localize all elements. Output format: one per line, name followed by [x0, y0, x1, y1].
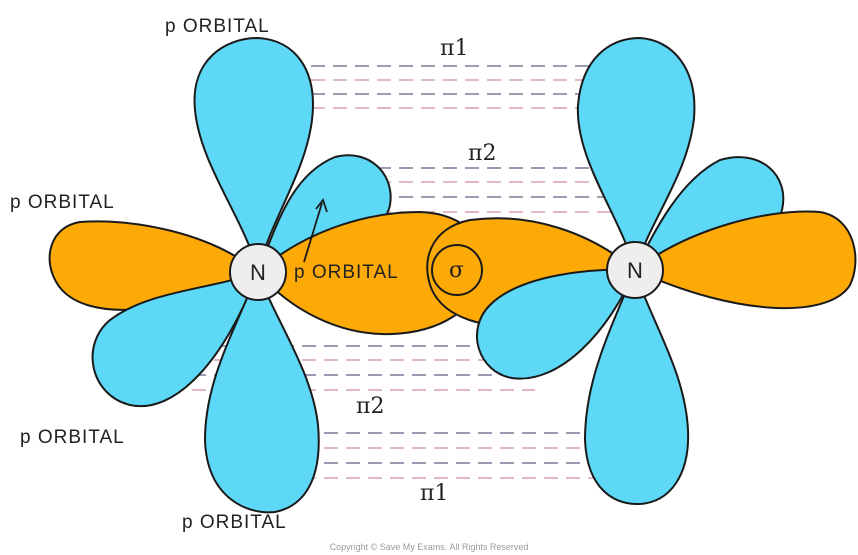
copyright-notice: Copyright © Save My Exams. All Rights Re…: [330, 542, 529, 552]
label-pi2-bottom: π2: [356, 394, 384, 419]
label-p-orbital-center: p ORBITAL: [294, 262, 399, 283]
right-upper-py-lobe: [576, 37, 696, 271]
label-pi1-bottom: π1: [420, 481, 448, 506]
right-sigma-back-lobe: [634, 210, 857, 310]
label-pi2-top: π2: [468, 141, 496, 166]
left-lower-pz-lobe: [91, 271, 259, 408]
label-p-orbital-bottom: p ORBITAL: [182, 512, 287, 533]
pointer-arrow: [303, 198, 328, 263]
nitrogen-atom-left: N: [229, 243, 287, 301]
right-lower-pz-lobe: [475, 268, 636, 380]
nitrogen-right-label: N: [627, 258, 643, 283]
label-p-orbital-lower-left: p ORBITAL: [20, 427, 125, 448]
left-upper-py-lobe: [193, 37, 314, 273]
left-lower-py-lobe: [204, 271, 320, 514]
left-nitrogen-orbitals: [48, 37, 392, 514]
pi1-bottom-overlap-lines: [258, 432, 640, 479]
label-p-orbital-left: p ORBITAL: [10, 192, 115, 213]
sigma-circle: [431, 244, 483, 296]
nitrogen-atom-right: N: [606, 241, 664, 299]
label-pi1-top: π1: [440, 36, 468, 61]
pi2-top-overlap-lines: [355, 167, 630, 213]
label-p-orbital-top: p ORBITAL: [165, 16, 270, 37]
label-sigma: σ: [449, 258, 464, 283]
right-lower-py-lobe: [584, 269, 690, 506]
right-lower-orbitals: [475, 268, 690, 506]
right-nitrogen-orbitals: [576, 37, 857, 310]
nitrogen-left-label: N: [250, 260, 266, 285]
